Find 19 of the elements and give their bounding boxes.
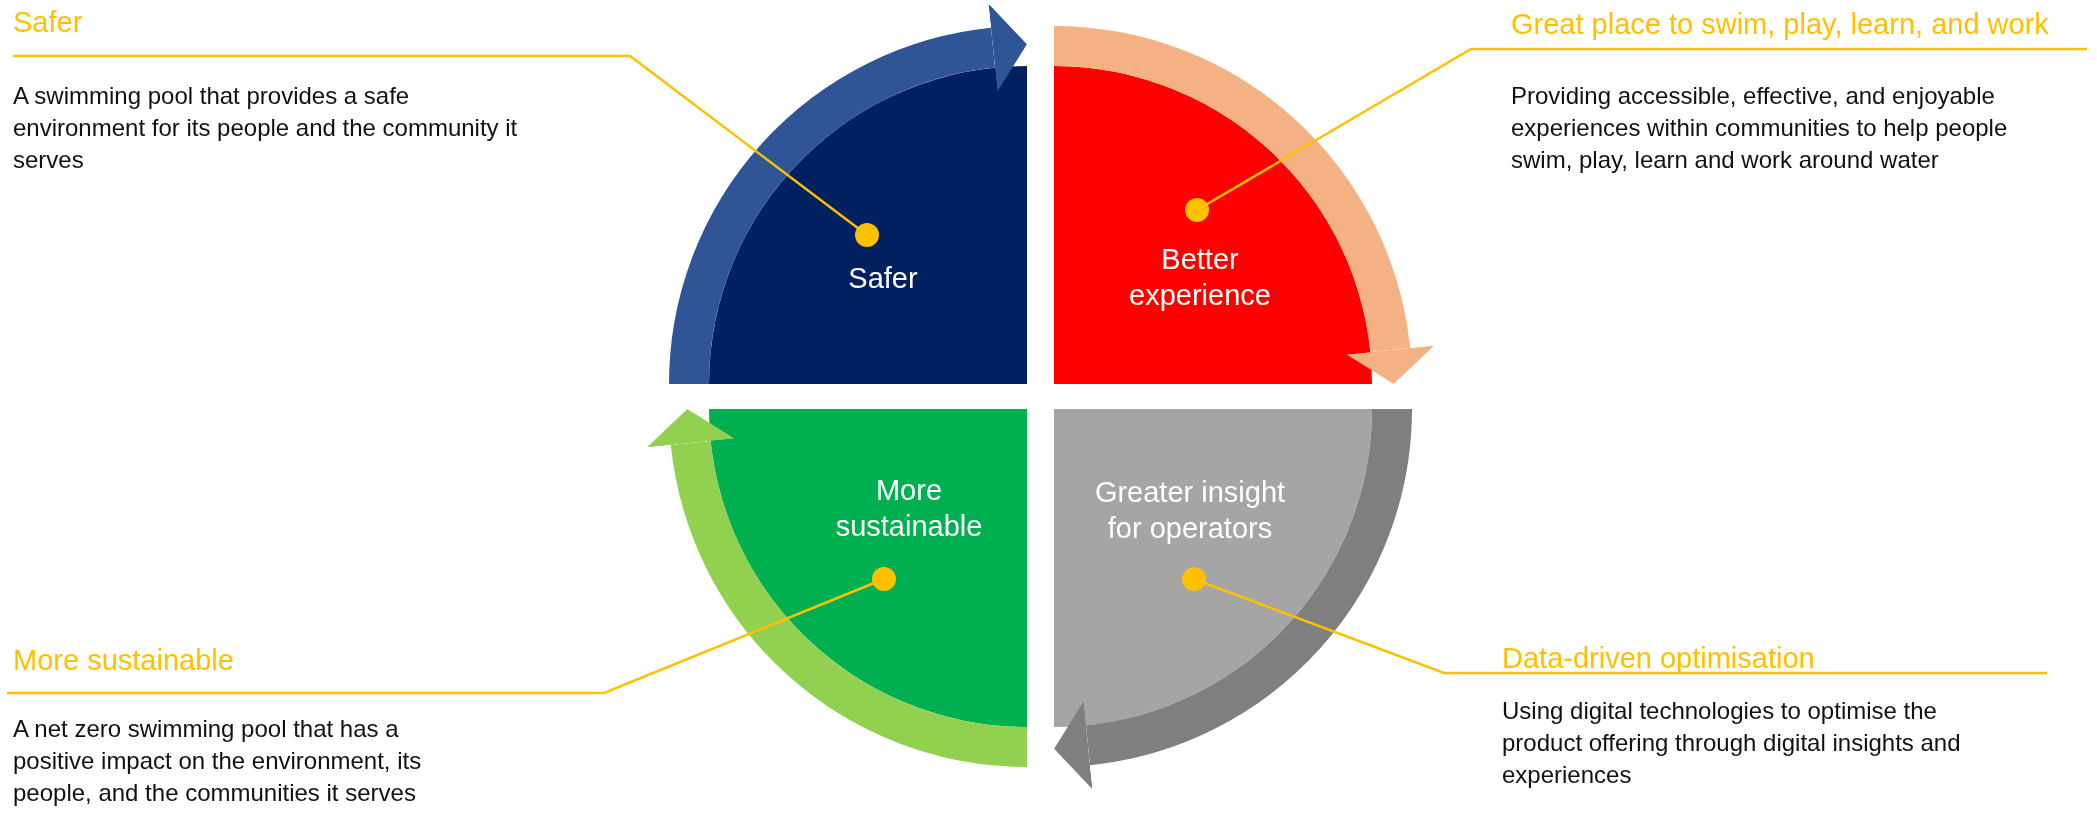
callout-description: Providing accessible, effective, and enjoyable experiences within communities to help people swim, play, learn and work around water [1511,81,2009,175]
leader-line [13,54,879,247]
quadrant-label: Greater insight for operators [1093,475,1287,546]
leader-line [7,567,896,695]
quadrant-label: Safer [847,261,919,296]
curved-arrow [669,4,1027,386]
callout-title: Great place to swim, play, learn, and work [1511,7,2049,42]
curved-arrow [1052,26,1434,384]
callout-title: Safer [13,5,83,40]
quadrant-label: More sustainable [834,473,984,544]
callout-title: More sustainable [13,643,234,678]
curved-arrow [1054,407,1412,789]
leader-line [1182,567,2047,675]
quadrant-label: Better experience [1128,242,1272,313]
callout-description: A swimming pool that provides a safe environment for its people and the community it serves [13,81,519,175]
leader-line [1185,47,2087,222]
callout-description: A net zero swimming pool that has a positive impact on the environment, its people, and the communities it serves [13,714,423,808]
callout-title: Data-driven optimisation [1502,641,1815,676]
callout-description: Using digital technologies to optimise the product offering through digital insights and experiences [1502,696,1962,790]
